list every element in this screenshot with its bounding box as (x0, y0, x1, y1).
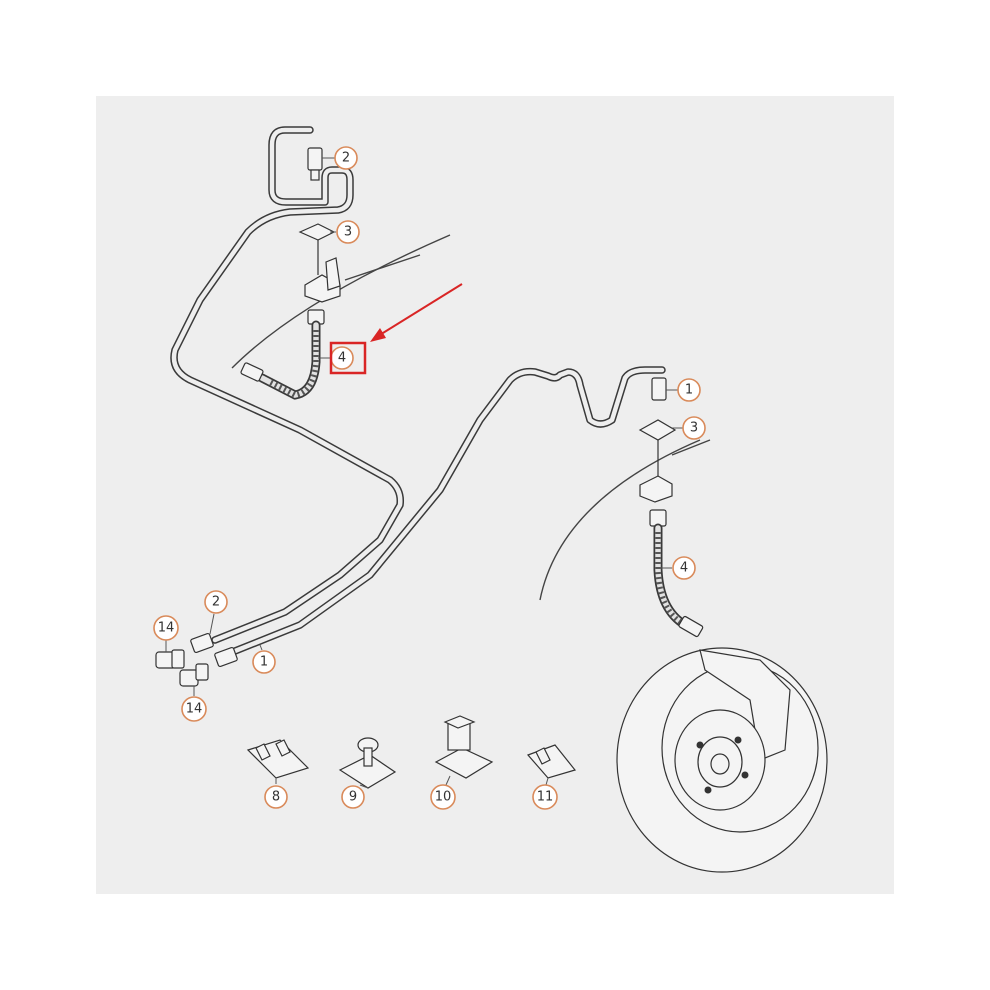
callout-1-bottom: 1 (252, 650, 276, 674)
arrowhead-icon (370, 328, 386, 342)
callout-label: 1 (260, 655, 268, 670)
bracket-top-left (298, 147, 341, 325)
clip-10 (434, 715, 494, 779)
leader-lines (165, 157, 683, 789)
callout-label: 10 (435, 790, 452, 805)
callout-3-top: 3 (336, 220, 360, 244)
callout-label: 2 (212, 595, 220, 610)
callout-label: 9 (349, 790, 357, 805)
highlight-box (329, 341, 367, 375)
callout-14-bottom: 14 (181, 696, 207, 722)
brake-pipe-left (170, 126, 405, 644)
clip-8 (246, 739, 310, 779)
callout-4-right: 4 (672, 556, 696, 580)
red-arrow-icon (377, 283, 463, 337)
callout-3-right: 3 (682, 416, 706, 440)
callout-label: 4 (338, 351, 346, 366)
callout-label: 4 (680, 561, 688, 576)
callout-label: 14 (186, 702, 203, 717)
callout-label: 11 (537, 790, 554, 805)
callout-label: 1 (685, 383, 693, 398)
clip-9 (338, 737, 397, 789)
callout-2-bottom: 2 (204, 590, 228, 614)
callout-4-left: 4 (330, 346, 354, 370)
bracket-right (638, 377, 677, 527)
highlight-marker (329, 283, 463, 375)
callout-9: 9 (341, 785, 365, 809)
callout-label: 8 (272, 790, 280, 805)
brake-hose-left (240, 320, 321, 400)
connectors-14 (155, 632, 238, 687)
brake-hose-right (653, 523, 704, 638)
callout-label: 2 (342, 151, 350, 166)
callout-label: 14 (158, 621, 175, 636)
callout-10: 10 (430, 784, 456, 810)
brake-pipe-right (221, 366, 666, 659)
callout-2-top: 2 (334, 146, 358, 170)
clip-11 (526, 744, 577, 779)
callout-label: 3 (690, 421, 698, 436)
callout-1-right: 1 (677, 378, 701, 402)
callout-8: 8 (264, 785, 288, 809)
callout-label: 3 (344, 225, 352, 240)
callout-11: 11 (532, 784, 558, 810)
brake-disc (616, 647, 828, 873)
callout-14-top: 14 (153, 615, 179, 641)
